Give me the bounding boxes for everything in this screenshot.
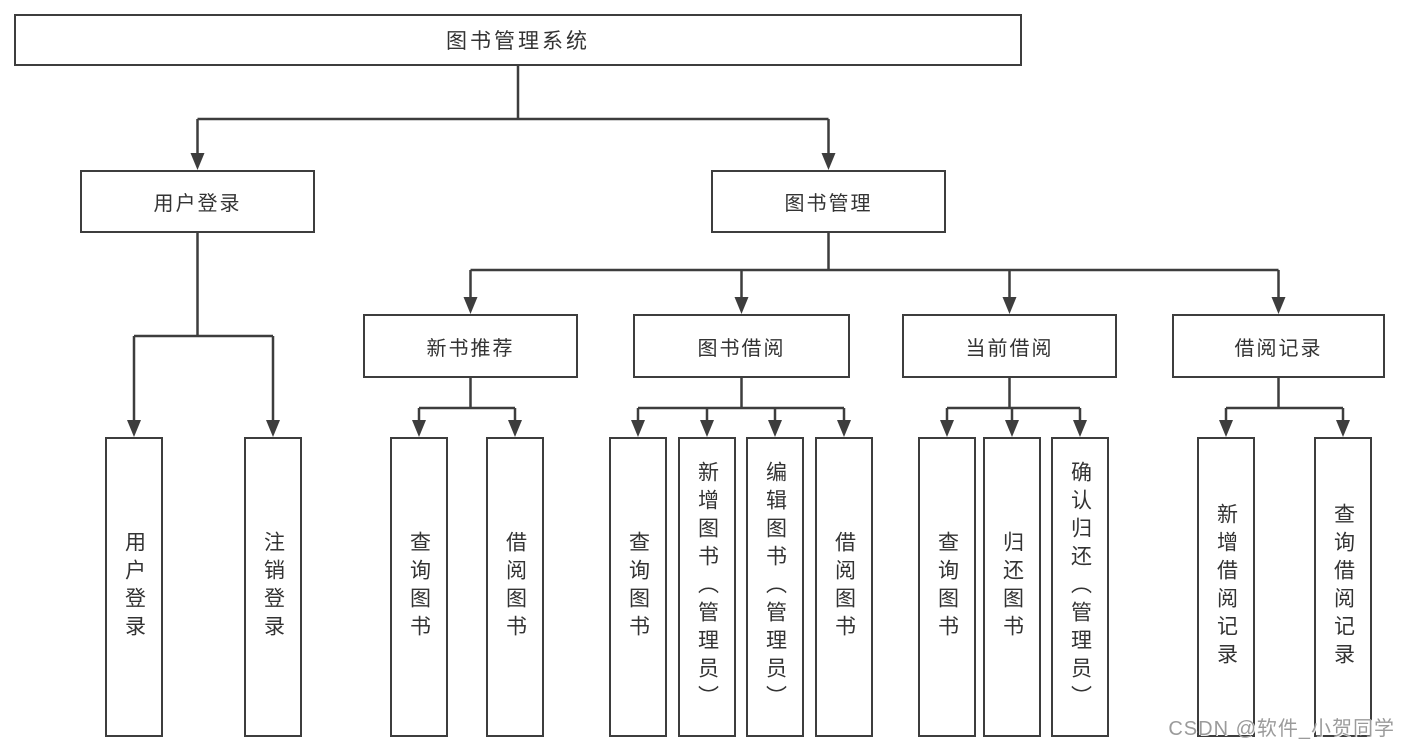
leaf-borrowing-query-books: 查询图书 xyxy=(609,437,667,737)
leaf-user-login: 用户登录 xyxy=(105,437,163,737)
node-label: 新增借阅记录 xyxy=(1214,503,1238,671)
node-current-borrowing: 当前借阅 xyxy=(902,314,1117,378)
leaf-newbook-query-books: 查询图书 xyxy=(390,437,448,737)
node-borrow-records: 借阅记录 xyxy=(1172,314,1385,378)
arrowheads xyxy=(127,153,1350,437)
leaf-newbook-borrow-books: 借阅图书 xyxy=(486,437,544,737)
leaf-return-books: 归还图书 xyxy=(983,437,1041,737)
node-label: 用户登录 xyxy=(122,531,146,643)
node-label: 图书管理系统 xyxy=(446,30,590,53)
node-label: 借阅图书 xyxy=(503,531,527,643)
node-label: 查询图书 xyxy=(407,531,431,643)
node-book-borrowing: 图书借阅 xyxy=(633,314,850,378)
node-new-book-recommend: 新书推荐 xyxy=(363,314,578,378)
node-label: 当前借阅 xyxy=(965,337,1054,360)
leaf-borrow-books: 借阅图书 xyxy=(815,437,873,737)
node-label: 用户登录 xyxy=(153,193,242,215)
node-label: 注销登录 xyxy=(261,531,285,643)
node-label: 图书管理 xyxy=(784,193,873,215)
node-label: 借阅图书 xyxy=(832,531,856,643)
leaf-confirm-return-admin: 确认归还（管理员） xyxy=(1051,437,1109,737)
node-label: 图书借阅 xyxy=(697,337,786,360)
node-library-management-system: 图书管理系统 xyxy=(14,14,1022,66)
leaf-query-borrow-record: 查询借阅记录 xyxy=(1314,437,1372,737)
node-label: 查询图书 xyxy=(935,531,959,643)
leaf-edit-books-admin: 编辑图书（管理员） xyxy=(746,437,804,737)
leaf-add-borrow-record: 新增借阅记录 xyxy=(1197,437,1255,737)
node-label: 新书推荐 xyxy=(426,337,515,360)
node-label: 查询借阅记录 xyxy=(1331,503,1355,671)
leaf-current-query-books: 查询图书 xyxy=(918,437,976,737)
leaf-logout: 注销登录 xyxy=(244,437,302,737)
node-label: 借阅记录 xyxy=(1234,337,1323,360)
node-label: 编辑图书（管理员） xyxy=(763,461,787,713)
node-label: 确认归还（管理员） xyxy=(1068,461,1092,713)
node-user-login: 用户登录 xyxy=(80,170,315,233)
node-label: 查询图书 xyxy=(626,531,650,643)
node-label: 归还图书 xyxy=(1000,531,1024,643)
node-label: 新增图书（管理员） xyxy=(695,461,719,713)
node-book-management: 图书管理 xyxy=(711,170,946,233)
leaf-add-books-admin: 新增图书（管理员） xyxy=(678,437,736,737)
